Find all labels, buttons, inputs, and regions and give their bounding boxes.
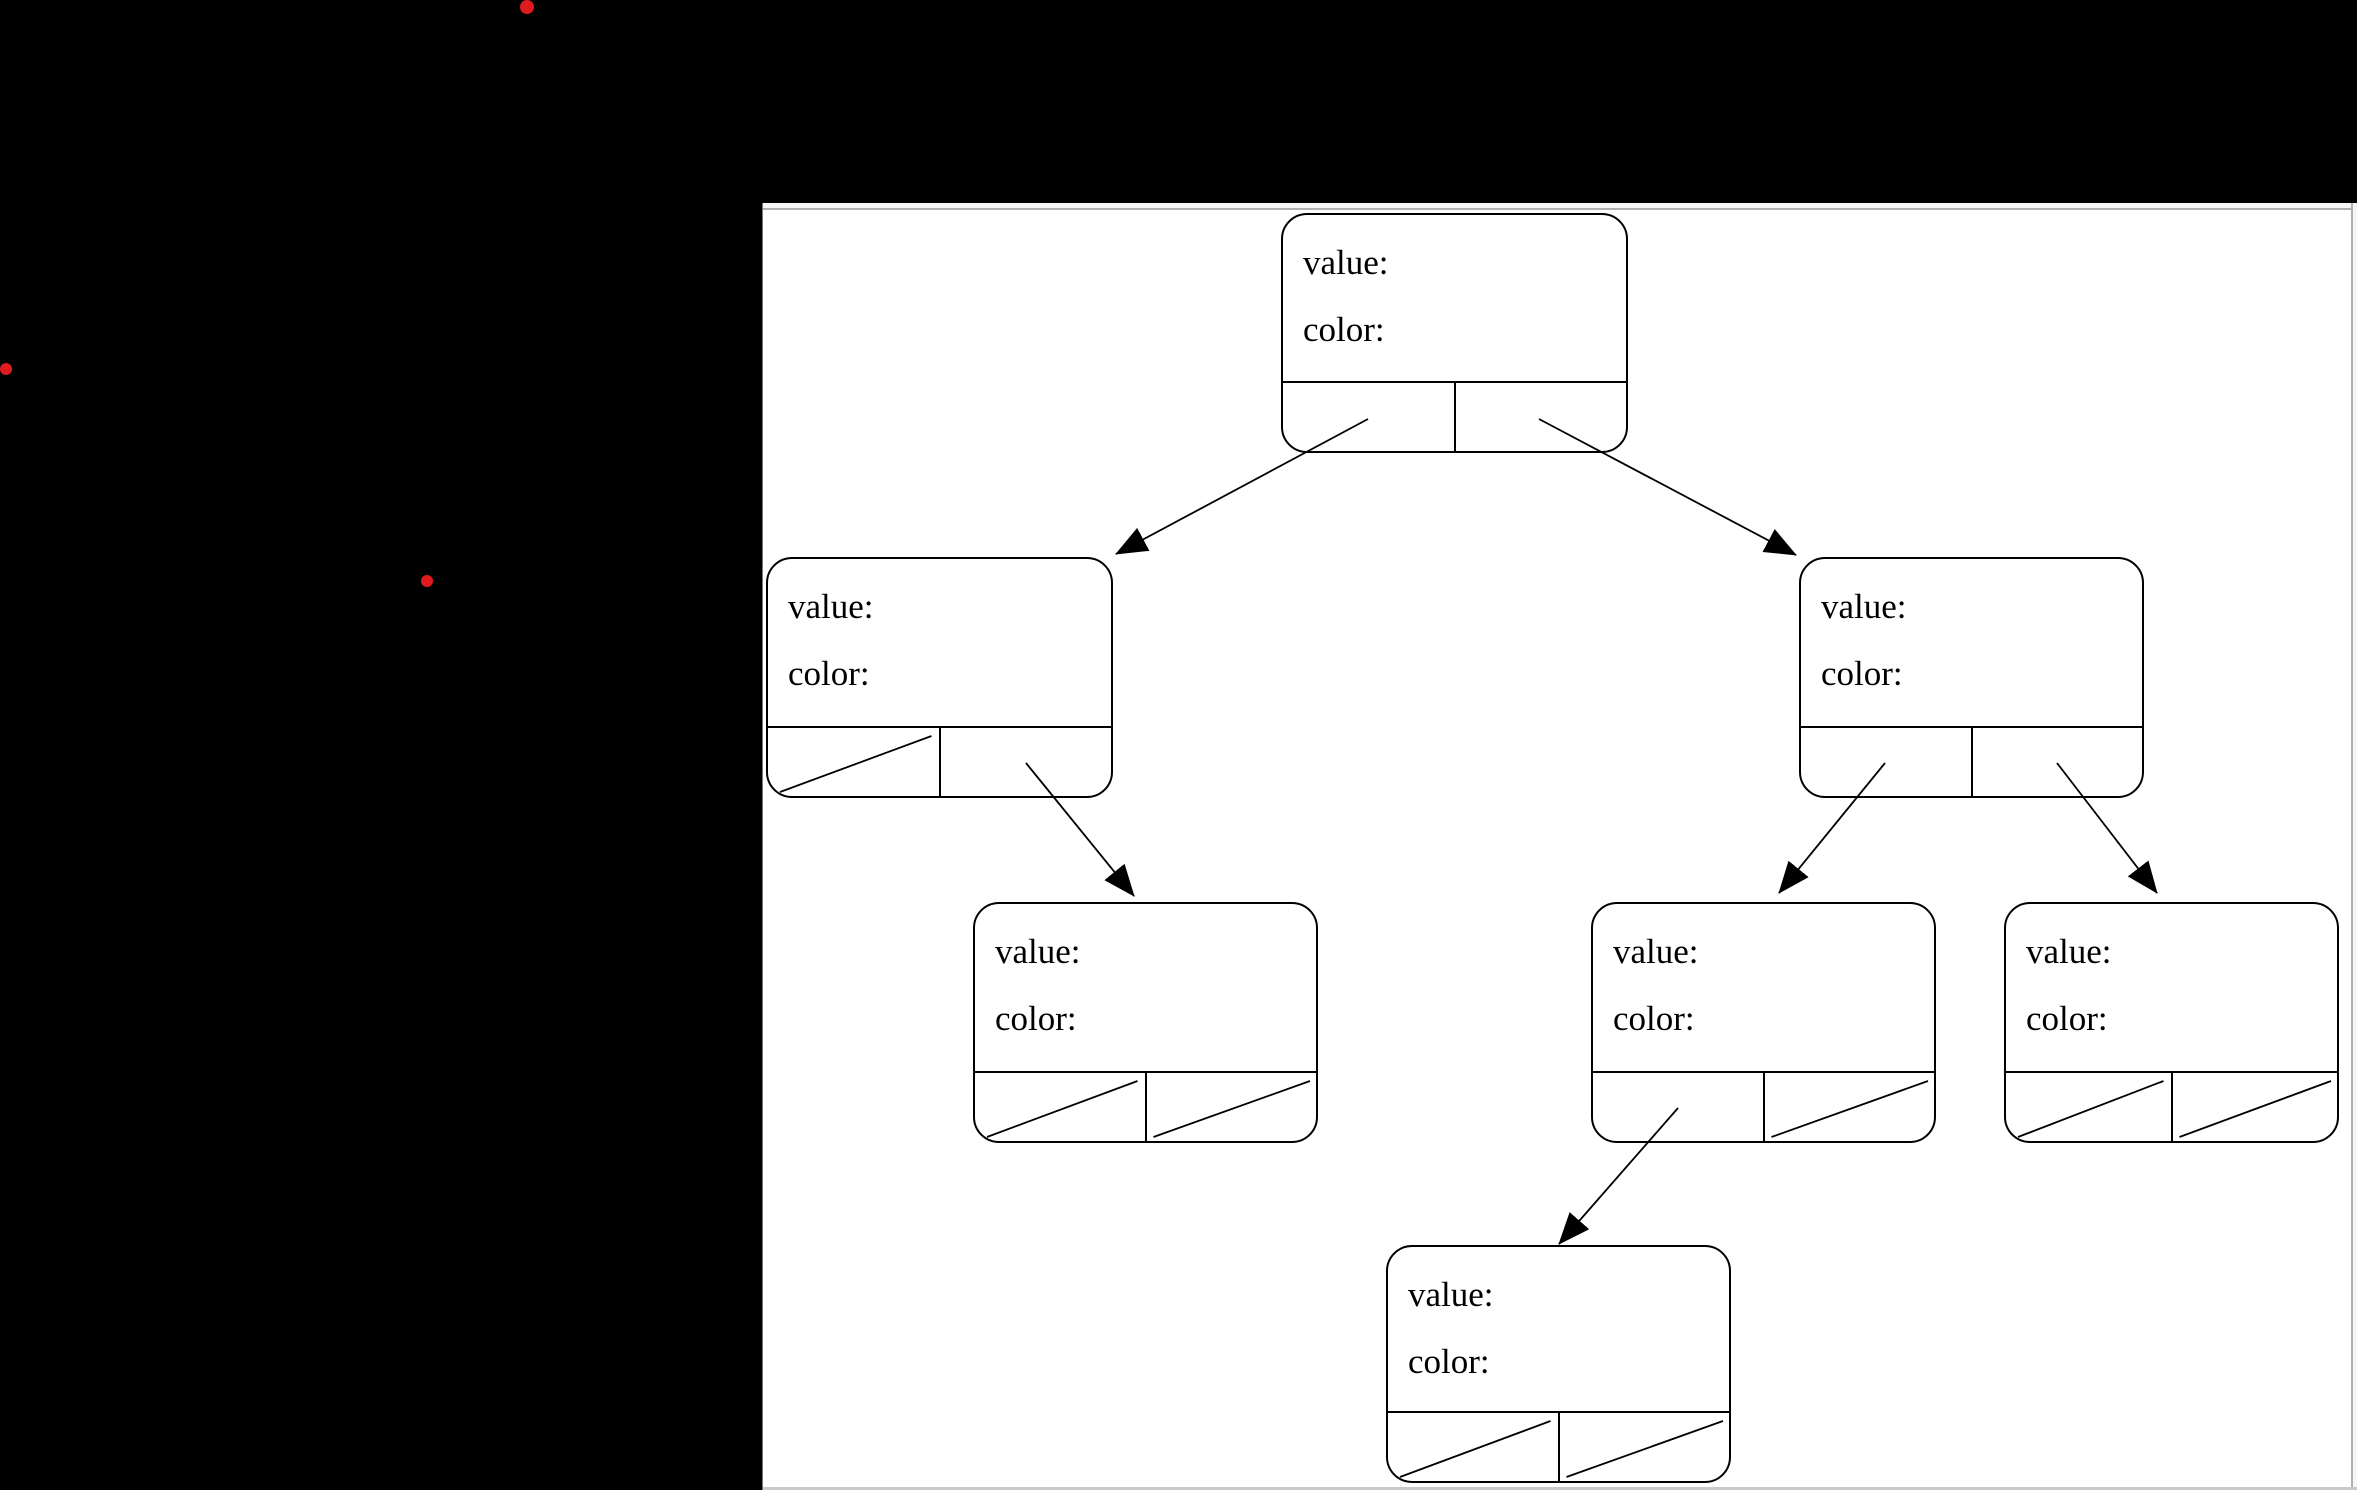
pointer-cells (1801, 726, 2142, 796)
color-label: color: (2026, 999, 2108, 1038)
tree-node-right-child: value: color: (1799, 557, 2144, 798)
left-pointer-cell (975, 1073, 1147, 1141)
color-label: color: (1821, 654, 1903, 693)
left-pointer-cell (1388, 1413, 1560, 1481)
left-pointer-cell (2006, 1073, 2173, 1141)
tree-node-bottom-node: value: color: (1386, 1245, 1731, 1483)
left-pointer-cell (1593, 1073, 1765, 1141)
left-pointer-cell (1283, 383, 1456, 451)
red-marker-dot (0, 363, 12, 375)
tree-node-right-right-grandchild: value: color: (2004, 902, 2339, 1143)
pointer-cells (1388, 1411, 1729, 1481)
value-label: value: (995, 932, 1081, 971)
color-label: color: (1613, 999, 1695, 1038)
right-pointer-cell (1147, 1073, 1317, 1141)
right-pointer-cell (1973, 728, 2143, 796)
color-label: color: (995, 999, 1077, 1038)
node-fields: value: color: (1388, 1247, 1729, 1411)
right-pointer-cell (1456, 383, 1627, 451)
value-label: value: (1821, 587, 1907, 626)
document-viewport: value:color:value:color:value:color:valu… (762, 203, 2357, 1490)
color-label: color: (1408, 1342, 1490, 1381)
right-pointer-cell (2173, 1073, 2338, 1141)
red-marker-dot (421, 575, 433, 587)
value-label: value: (1613, 932, 1699, 971)
viewport-top-edge (763, 203, 2357, 210)
viewport-right-edge (2351, 203, 2357, 1490)
left-pointer-cell (1801, 728, 1973, 796)
value-label: value: (788, 587, 874, 626)
tree-node-left-child: value: color: (766, 557, 1113, 798)
node-fields: value: color: (768, 559, 1111, 726)
red-marker-dot (520, 0, 534, 14)
viewport-bottom-edge (763, 1487, 2357, 1490)
right-pointer-cell (1765, 1073, 1935, 1141)
color-label: color: (788, 654, 870, 693)
tree-node-root: value: color: (1281, 213, 1628, 453)
node-fields: value: color: (2006, 904, 2337, 1071)
right-pointer-cell (941, 728, 1112, 796)
value-label: value: (1408, 1275, 1494, 1314)
node-fields: value: color: (1593, 904, 1934, 1071)
pointer-cells (975, 1071, 1316, 1141)
node-fields: value: color: (1283, 215, 1626, 381)
pointer-cells (1593, 1071, 1934, 1141)
tree-node-right-left-grandchild: value: color: (1591, 902, 1936, 1143)
value-label: value: (2026, 932, 2112, 971)
node-fields: value: color: (1801, 559, 2142, 726)
color-label: color: (1303, 310, 1385, 349)
value-label: value: (1303, 243, 1389, 282)
right-pointer-cell (1560, 1413, 1730, 1481)
pointer-cells (2006, 1071, 2337, 1141)
tree-node-left-right-grandchild: value: color: (973, 902, 1318, 1143)
left-pointer-cell (768, 728, 941, 796)
node-fields: value: color: (975, 904, 1316, 1071)
pointer-cells (768, 726, 1111, 796)
pointer-cells (1283, 381, 1626, 451)
